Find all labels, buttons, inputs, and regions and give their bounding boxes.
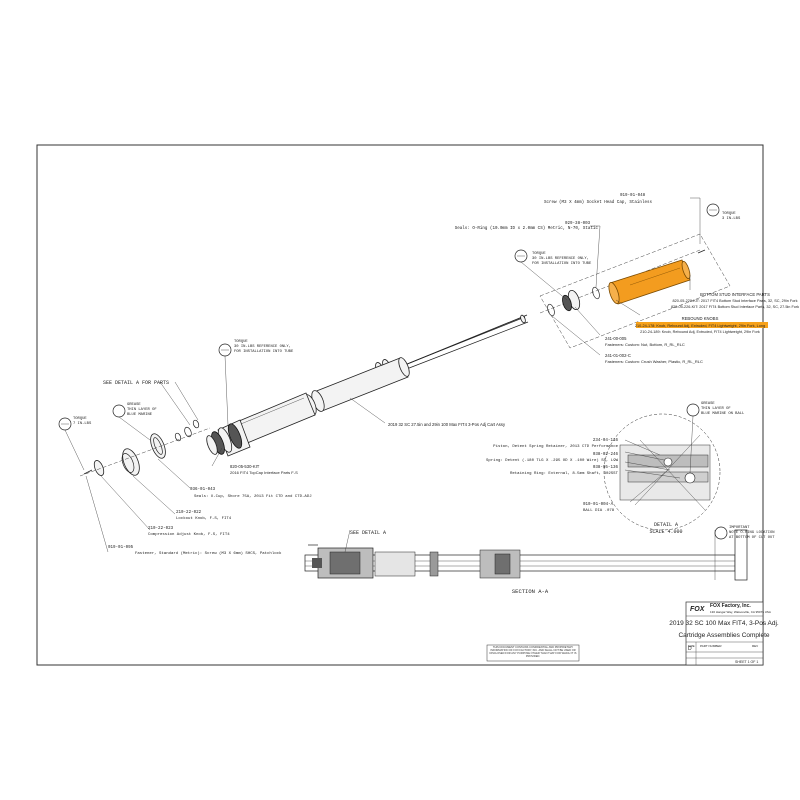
grease-detail-title: GREASE [701, 402, 715, 406]
section-a-a [304, 529, 748, 581]
spring-desc: Spring: Detent (.180 TLG X .295 OD X .10… [486, 458, 619, 463]
lockout-knob [122, 448, 140, 476]
detail-a-scale: SCALE 4.000 [649, 529, 682, 535]
retaining-ring-desc: Retaining Ring: External, 8.5mm Shaft, 3… [510, 471, 619, 476]
rebound-line1: 210-24-178: Knob, Rebound Adj, Extruded,… [635, 324, 765, 328]
drawing-title-line1: 2019 32 SC 100 Max FIT4, 3-Pos Adj. [669, 620, 779, 627]
lockout-pn: 210-22-022 [176, 511, 202, 515]
rebound-heading: REBOUND KNOBS [682, 316, 719, 321]
crush-washer [547, 303, 555, 317]
topcap-desc: 2016 FIT4 TopCap Interface Parts F-S [230, 470, 298, 475]
drawing-title-line2: Cartridge Assemblies Complete [678, 632, 769, 639]
title-block: FOX FOX Factory, Inc. 130 Hangar Way, Wa… [486, 601, 779, 666]
o-ring-pn: 029-38-003 [565, 222, 591, 226]
o-ring-desc: Seals: O-Ring (10.0mm ID x 2.0mm CS) Met… [455, 226, 599, 231]
retaining-ring-pn: 038-05-136 [593, 466, 619, 470]
piston-pn: 234-04-116 [593, 439, 619, 443]
u-cup-seal [150, 433, 166, 459]
confidential-note: THIS DOCUMENT CONTAINS CONFIDENTIAL AND … [489, 646, 577, 658]
torque-top-note: FOR INSTALLATION INTO TUBE [532, 262, 592, 266]
screw-socket-pn: 019-01-048 [620, 194, 646, 198]
detail-a-label: DETAIL A [654, 522, 678, 528]
part-number-label: PART NUMBER [700, 644, 722, 648]
detail-a [603, 413, 721, 531]
nut-desc: Fasteners: Custom: Nut, Bottom, R_RL_RLC [605, 342, 685, 347]
lockout-desc: Lockout Knob, F-S, FIT4 [176, 516, 232, 521]
spring-pn: 038-02-246 [593, 453, 619, 457]
torque-left-value: 7 IN-LBS [73, 422, 92, 426]
u-cup-pn: 036-01-043 [190, 488, 216, 492]
torque-right-title: TORQUE [722, 212, 736, 216]
size-value: D [688, 646, 692, 652]
o-ring [592, 286, 600, 300]
screw [83, 469, 93, 475]
drawing-border [36, 144, 764, 666]
cart-assy-desc: 2019 32 SC 27.5in and 29in 100 Max FIT4 … [388, 422, 506, 427]
fastener-pn: 019-01-095 [108, 546, 134, 550]
important-value: NOTE O-RING LOCATION [729, 531, 775, 535]
bottom-stud-assembly [539, 233, 731, 349]
rebound-line2: 210-24-189: Knob, Rebound Adj, Extruded,… [640, 330, 760, 334]
u-cup-desc: Seals: U-Cup, Shore 75A, 2013 Fit CTD an… [194, 494, 312, 499]
torque-mid-title: TORQUE [234, 340, 248, 344]
important-note: AT BOTTOM OF CUT OUT [729, 536, 775, 540]
section-aa-label: SECTION A-A [512, 588, 549, 595]
compression-desc: Compression Adjust Knob, F-S, FIT4 [148, 532, 230, 537]
fastener-desc: Fastener, Standard (Metric): Screw (M3 X… [135, 551, 282, 556]
leader-lines [64, 197, 701, 553]
company-name: FOX Factory, Inc. [710, 603, 751, 609]
torque-mid-note: FOR INSTALLATION INTO TUBE [234, 350, 294, 354]
size-label: SIZE [688, 644, 695, 648]
torque-top-value: 30 IN-LBS REFERENCE ONLY, [532, 257, 589, 261]
ball-pn: 010-01-004-A [583, 503, 614, 507]
see-detail-a: SEE DETAIL A [350, 530, 386, 536]
topcap-pn: 820-05-530-KIT [230, 464, 260, 469]
torque-top-title: TORQUE [532, 252, 546, 256]
screw-socket-desc: Screw (M3 X 4mm) Socket Head Cap, Stainl… [544, 200, 653, 205]
crush-washer-pn: 241-01-002-C [605, 353, 631, 358]
fox-logo: FOX [690, 606, 706, 613]
piston-desc: Piston, Detent Spring Retainer, 2013 CTD… [493, 444, 618, 449]
grease-detail-value: THIN LAYER OF [701, 407, 731, 411]
compression-knob [93, 460, 105, 476]
bottom-stud-line1: 820-05-220-KIT: 2017 FIT4 Bottom Stud In… [673, 299, 798, 303]
compression-pn: 210-22-023 [148, 527, 174, 531]
grease-detail-note: BLUE MARINE ON BALL [701, 412, 745, 416]
cartridge-assembly [79, 314, 529, 477]
ball-desc: BALL DIA .078 [583, 509, 615, 513]
important-title: IMPORTANT [729, 526, 750, 530]
torque-left-title: TORQUE [73, 417, 87, 421]
callout-text: 019-01-048 Screw (M3 X 4mm) Socket Head … [73, 194, 799, 595]
torque-right-value: 3 IN-LBS [722, 217, 741, 221]
grease-left-title: GREASE [127, 403, 141, 407]
rebound-highlight [636, 322, 768, 328]
see-detail-a-parts: SEE DETAIL A FOR PARTS [103, 380, 169, 386]
grease-left-value: THIN LAYER OF [127, 408, 157, 412]
nut-pn: 241-00-005 [605, 336, 627, 341]
crush-washer-desc: Fasteners: Custom: Crush Washer, Plastic… [605, 359, 703, 364]
rev-label: REV [752, 644, 758, 648]
grease-left-note: BLUE MARINE [127, 413, 153, 417]
company-address: 130 Hangar Way, Watsonville, CA 95076 US… [710, 610, 771, 614]
torque-mid-value: 30 IN-LBS REFERENCE ONLY, [234, 345, 291, 349]
bottom-stud-line2: 820-05-226-KIT: 2017 FIT4 Bottom Stud In… [671, 305, 799, 309]
sheet-label: SHEET 1 OF 1 [735, 660, 758, 664]
bottom-stud-heading: BOTTOM STUD INTERFACE PARTS [700, 292, 770, 297]
